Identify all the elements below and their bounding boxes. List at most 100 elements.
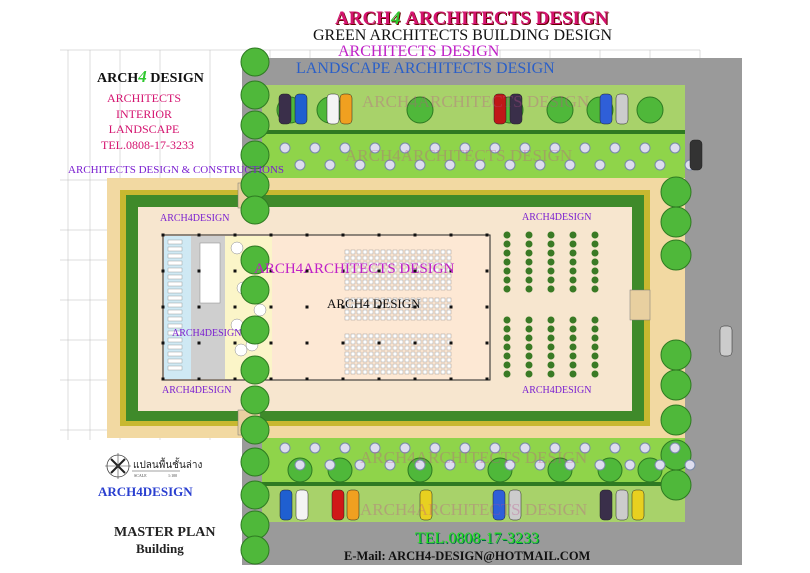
seat [422,357,428,363]
car-icon [346,489,360,521]
column [485,305,489,309]
bench [167,302,183,308]
seat [374,279,380,285]
flower-shrub [354,459,366,471]
seat [368,255,374,261]
flower-shrub [669,142,681,154]
bench [167,260,183,266]
seat [350,339,356,345]
seat [386,249,392,255]
seat [374,363,380,369]
seat [416,339,422,345]
seat [350,333,356,339]
seat [374,309,380,315]
tree-icon [240,315,270,345]
column [341,233,345,237]
seat [368,333,374,339]
seat [428,297,434,303]
shrub [525,325,533,333]
seat [392,333,398,339]
tree-icon [240,140,270,170]
seat [410,351,416,357]
seat [350,345,356,351]
seat [362,309,368,315]
seat [416,261,422,267]
shrub [569,370,577,378]
flower-shrub [504,159,516,171]
flower-shrub [654,459,666,471]
seat [398,249,404,255]
car-icon [599,489,613,521]
seat [344,351,350,357]
seat [392,363,398,369]
shrub [503,325,511,333]
car-icon [509,93,523,125]
seat [434,285,440,291]
shrub [591,325,599,333]
shrub [547,276,555,284]
column [269,341,273,345]
column [197,305,201,309]
column [161,305,165,309]
shrub [525,370,533,378]
seat [398,333,404,339]
seat [440,357,446,363]
seat [410,255,416,261]
seat [416,273,422,279]
shrub [591,343,599,351]
seat [362,297,368,303]
flower-shrub [624,459,636,471]
seat [422,363,428,369]
bench [167,295,183,301]
flower-shrub [339,442,351,454]
shrub [503,370,511,378]
seat [350,267,356,273]
seat [434,249,440,255]
legend-logo: ARCH4DESIGN [98,484,193,499]
seat [350,315,356,321]
legend-scale-label: SCALE [134,473,147,478]
seat [428,279,434,285]
shrub [547,258,555,266]
seat [404,309,410,315]
bench [167,239,183,245]
flower-shrub [579,442,591,454]
flower-shrub [414,159,426,171]
seat [410,363,416,369]
shrub [503,267,511,275]
seat [446,309,452,315]
seat [386,297,392,303]
seat [404,333,410,339]
seat [422,261,428,267]
seat [440,279,446,285]
bench [167,365,183,371]
plan-logo-hall: ARCH4 DESIGN [327,296,421,311]
column [341,269,345,273]
seat [368,345,374,351]
seat [356,309,362,315]
seat [398,339,404,345]
seat [404,255,410,261]
shrub [547,325,555,333]
flower-shrub [639,142,651,154]
brand-four: 4 [390,8,401,29]
seat [434,315,440,321]
flower-shrub [519,442,531,454]
flower-shrub [324,159,336,171]
flower-shrub [504,459,516,471]
shrub [503,258,511,266]
seat [368,369,374,375]
column [449,269,453,273]
seat [440,267,446,273]
seat [350,363,356,369]
seat [368,297,374,303]
seat [344,363,350,369]
flower-shrub [489,142,501,154]
legend-scale-value: 1:100 [168,473,178,478]
column [377,341,381,345]
seat [422,333,428,339]
bench [167,274,183,280]
bench [167,358,183,364]
